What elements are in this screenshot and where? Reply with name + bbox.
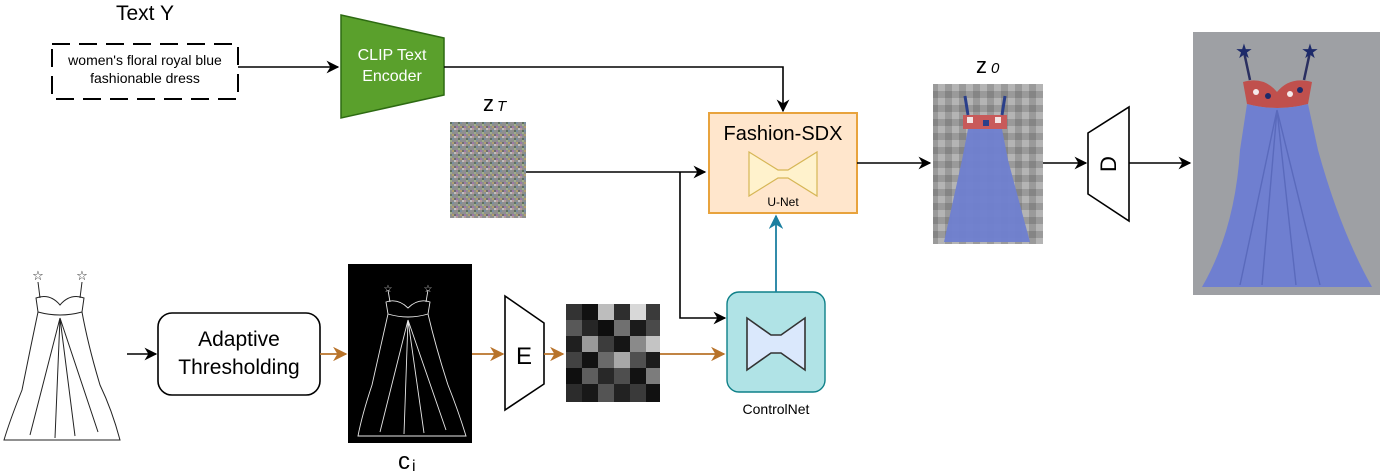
star-ornament-icon: ☆ (424, 284, 433, 295)
ci-subscript: i (412, 458, 416, 473)
unet-bowtie-icon (748, 150, 818, 198)
star-ornament-icon: ☆ (32, 269, 44, 284)
clip-to-sdx-arrow (444, 66, 790, 113)
z0-subscript: 0 (991, 60, 1000, 77)
zt-label: z (483, 91, 494, 116)
clip-label-line2: Encoder (362, 68, 422, 85)
generated-dress-image: ★ ★ (1193, 32, 1380, 295)
encoder-label: E (516, 343, 532, 370)
edge-map-image: ☆ ☆ (348, 264, 472, 443)
clip-text-encoder (340, 14, 445, 119)
fashion-sdx-block (708, 112, 858, 214)
threshold-line2: Thresholding (178, 356, 299, 379)
decoder-d (1087, 105, 1130, 223)
threshold-line1: Adaptive (198, 328, 280, 351)
text-prompt-line2: fashionable dress (90, 70, 200, 86)
fashion-sdx-title: Fashion-SDX (724, 123, 843, 145)
encoder-e (504, 294, 545, 412)
unet-label: U-Net (767, 195, 799, 209)
text-y-title: Text Y (116, 2, 174, 25)
controlnet-unet-icon (746, 316, 806, 372)
encoded-condition-latent (566, 304, 660, 402)
text-prompt-box (51, 43, 239, 100)
controlnet-label: ControlNet (743, 401, 810, 417)
z0-label: z (976, 53, 987, 78)
star-ornament-icon: ★ (1301, 39, 1319, 63)
text-prompt-line1: women's floral royal blue (67, 52, 222, 68)
ci-label: c (398, 448, 410, 473)
zt-to-controlnet-arrow (679, 172, 727, 325)
decoder-label: D (1096, 156, 1121, 172)
zt-subscript: T (497, 98, 508, 115)
star-ornament-icon: ★ (1235, 39, 1253, 63)
input-sketch-image: ☆ ☆ (3, 269, 121, 441)
noise-latent-image (450, 122, 526, 218)
adaptive-thresholding-block (157, 312, 321, 396)
clip-label-line1: CLIP Text (358, 47, 427, 64)
star-ornament-icon: ☆ (76, 269, 88, 284)
z0-latent-image (933, 84, 1043, 244)
star-ornament-icon: ☆ (384, 284, 393, 295)
